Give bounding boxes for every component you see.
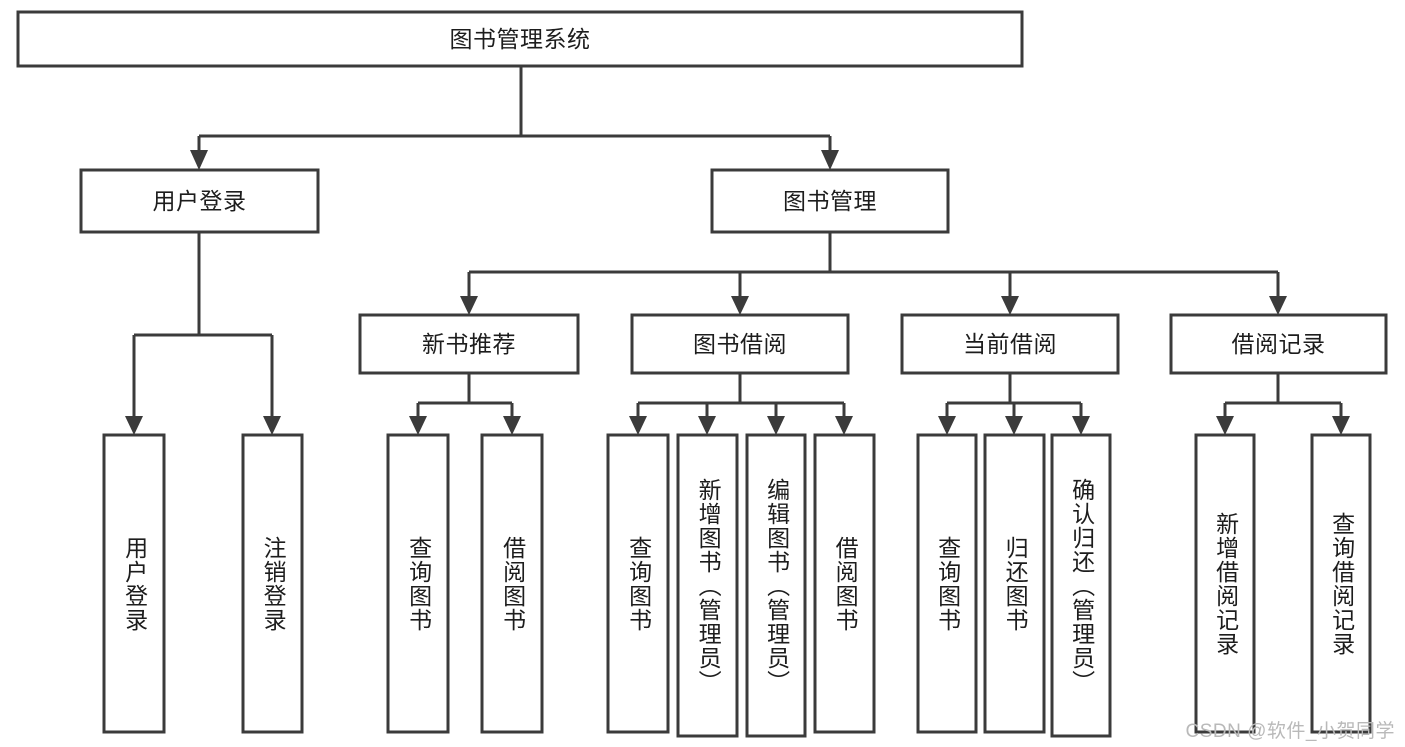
connector-root-to-level2 — [190, 66, 839, 170]
node-box-leaf-add-book[interactable] — [676, 433, 739, 738]
node-box-root[interactable] — [16, 10, 1024, 68]
arrow-head-leaf-user-login — [125, 416, 143, 435]
arrow-head-bookborrow-leaf-2 — [698, 416, 716, 435]
connector-newbook-to-leaves — [409, 373, 521, 435]
node-box-leaf-return-book[interactable] — [983, 433, 1046, 734]
connector-bookborrow-to-leaves — [629, 373, 853, 435]
node-box-current-borrow[interactable] — [900, 313, 1120, 375]
arrow-head-user-login — [190, 150, 208, 170]
node-box-leaf-logout[interactable] — [241, 433, 304, 734]
connector-currentborrow-to-leaves — [938, 373, 1090, 435]
node-box-user-login[interactable] — [79, 168, 320, 234]
arrow-head-newbook-leaf-2 — [503, 416, 521, 435]
node-box-leaf-user-login[interactable] — [102, 433, 166, 734]
node-box-leaf-query-record[interactable] — [1310, 433, 1372, 734]
connector-borrowrecord-to-leaves — [1216, 373, 1350, 435]
node-box-leaf-query-book-1[interactable] — [386, 433, 450, 734]
node-box-leaf-add-record[interactable] — [1194, 433, 1256, 734]
node-box-book-borrow[interactable] — [630, 313, 850, 375]
arrow-head-book-manage — [821, 150, 839, 170]
connector-bookmanage-to-level3 — [460, 232, 1287, 315]
arrow-head-borrowrecord-leaf-2 — [1332, 416, 1350, 435]
arrow-head-currentborrow-leaf-1 — [938, 416, 956, 435]
arrow-head-current-borrow — [1001, 296, 1019, 315]
arrow-head-currentborrow-leaf-2 — [1005, 416, 1023, 435]
arrow-head-bookborrow-leaf-3 — [767, 416, 785, 435]
arrow-head-currentborrow-leaf-3 — [1072, 416, 1090, 435]
node-box-book-manage[interactable] — [710, 168, 950, 234]
node-box-leaf-query-book-3[interactable] — [916, 433, 978, 734]
arrow-head-borrow-record — [1269, 296, 1287, 315]
node-box-leaf-borrow-book-1[interactable] — [480, 433, 544, 734]
arrow-head-new-book — [460, 296, 478, 315]
arrow-head-bookborrow-leaf-4 — [835, 416, 853, 435]
arrow-head-newbook-leaf-1 — [409, 416, 427, 435]
connector-userlogin-to-leaves — [125, 232, 281, 435]
node-box-leaf-borrow-book-2[interactable] — [813, 433, 876, 734]
arrow-head-book-borrow — [731, 296, 749, 315]
node-box-borrow-record[interactable] — [1169, 313, 1388, 375]
node-box-new-book[interactable] — [358, 313, 580, 375]
arrow-head-leaf-logout — [263, 416, 281, 435]
arrow-head-borrowrecord-leaf-1 — [1216, 416, 1234, 435]
node-box-leaf-edit-book[interactable] — [745, 433, 807, 738]
node-box-leaf-query-book-2[interactable] — [606, 433, 670, 734]
arrow-head-bookborrow-leaf-1 — [629, 416, 647, 435]
node-box-leaf-confirm-return[interactable] — [1050, 433, 1112, 738]
